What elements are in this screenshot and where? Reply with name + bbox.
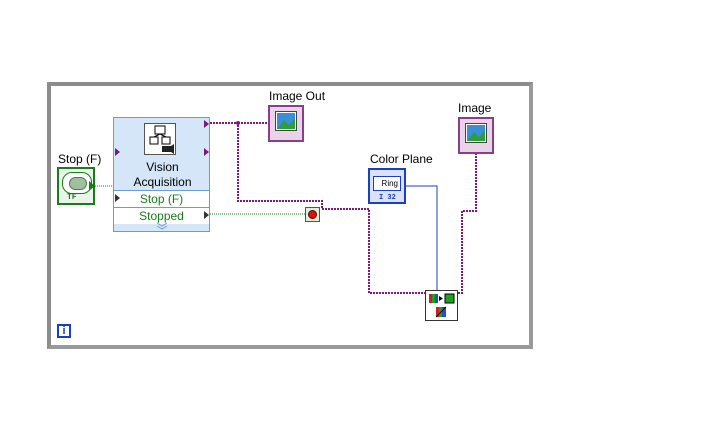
while-loop-frame[interactable] [47,82,533,349]
stop-sign-icon [308,210,317,219]
stop-control-terminal[interactable]: TF [57,167,95,205]
toggle-icon [62,172,92,194]
int-wire-color-plane [406,185,438,290]
image-output-arrow-icon [204,120,209,128]
image-terminal[interactable] [458,117,494,154]
color-plane-label: Color Plane [370,152,433,166]
loop-stop-terminal[interactable] [305,207,320,222]
expand-chevron-icon[interactable] [156,222,168,230]
image-icon [275,111,297,131]
output-arrow-icon [204,211,209,219]
vision-acquisition-node[interactable]: Vision Acquisition Stop (F) Stopped [113,117,210,232]
image-wire-main [210,122,425,294]
boolean-type-label: TF [67,193,77,202]
output-arrow-icon [89,181,95,191]
iteration-terminal: i [57,324,71,338]
vision-acquisition-title-1: Vision [146,160,179,174]
wire-junction [236,121,240,125]
image-out-label: Image Out [269,89,326,103]
output-arrow-icon [204,148,209,156]
input-arrow-icon [115,194,120,202]
stop-control-label: Stop (F) [58,152,102,166]
ring-box: Ring [373,176,401,191]
vision-acquisition-title-2: Acquisition [133,175,192,189]
camera-icon [144,123,176,155]
vision-acquisition-stopped-output[interactable]: Stopped [114,207,209,224]
image-icon [465,123,487,143]
extract-color-plane-node[interactable] [425,290,458,321]
image-label: Image [458,101,492,115]
image-out-terminal[interactable] [268,105,304,142]
input-arrow-icon [115,148,120,156]
image-wire-to-image [458,153,477,294]
color-plane-icon [429,293,455,318]
vision-acquisition-stop-input[interactable]: Stop (F) [114,190,209,207]
color-plane-ring-terminal[interactable]: Ring I 32 [368,168,406,204]
int-type-label: I 32 [379,194,396,202]
